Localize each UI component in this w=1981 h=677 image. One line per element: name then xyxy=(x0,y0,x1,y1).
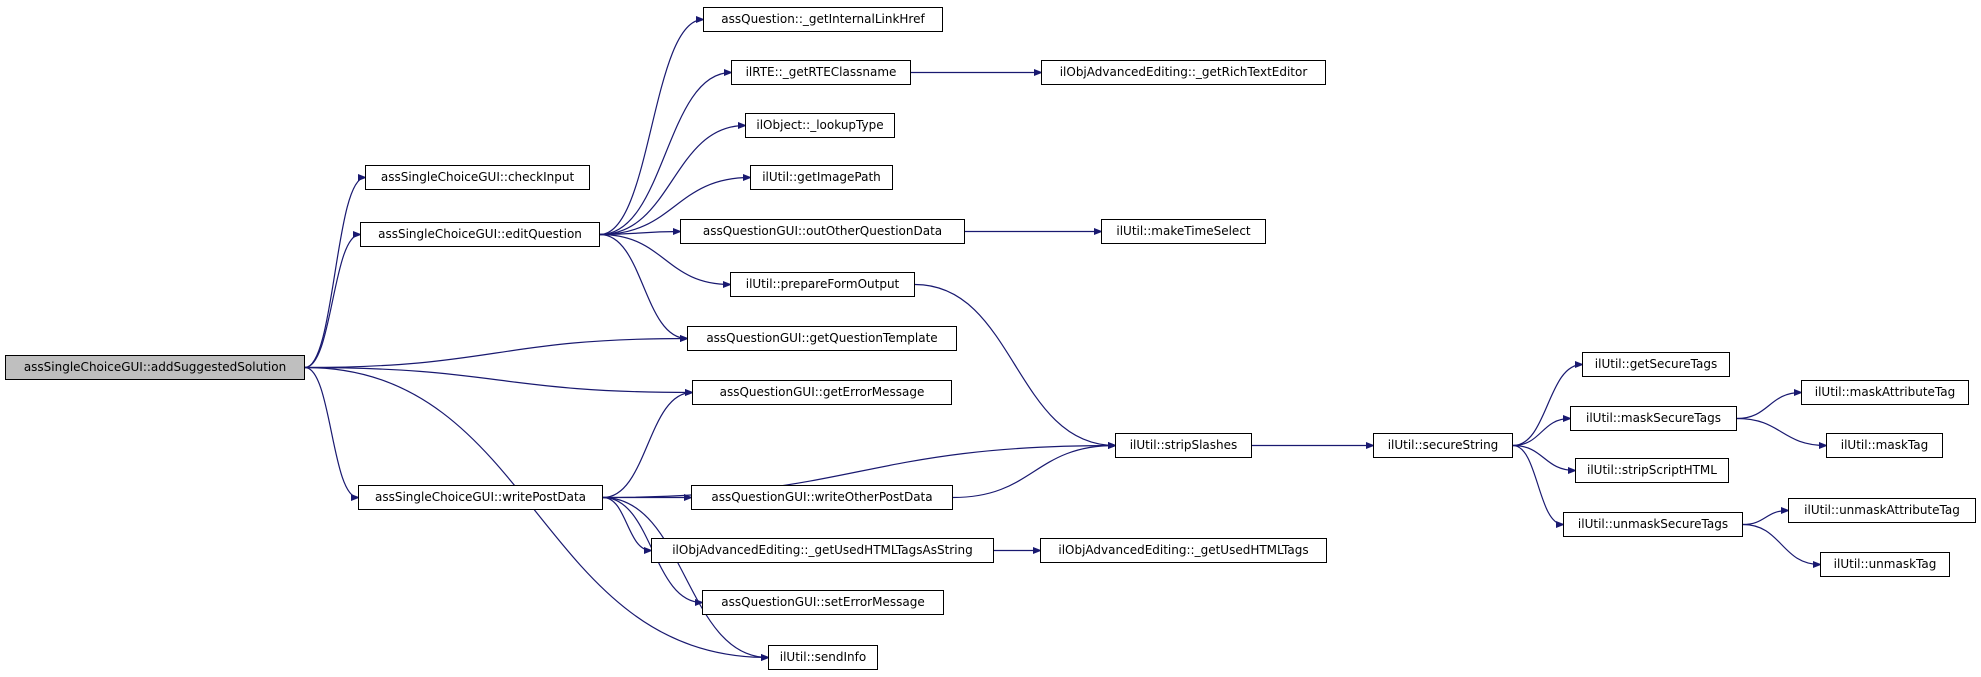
node-getRTEClassname[interactable]: ilRTE::_getRTEClassname xyxy=(731,60,911,85)
node-makeTimeSelect[interactable]: ilUtil::makeTimeSelect xyxy=(1101,219,1266,244)
node-getImagePath[interactable]: ilUtil::getImagePath xyxy=(750,165,893,190)
edge-writePostData-to-sendInfo xyxy=(602,496,768,658)
edge-editQuestion-to-getImagePath xyxy=(599,178,750,236)
node-secureString[interactable]: ilUtil::secureString xyxy=(1373,433,1513,458)
node-getUsedHTMLTagsAsString[interactable]: ilObjAdvancedEditing::_getUsedHTMLTagsAs… xyxy=(651,538,994,563)
node-maskTag[interactable]: ilUtil::maskTag xyxy=(1826,433,1943,458)
edge-secureString-to-unmaskSecureTags xyxy=(1512,444,1563,525)
node-stripScriptHTML[interactable]: ilUtil::stripScriptHTML xyxy=(1575,458,1729,483)
node-editQuestion[interactable]: assSingleChoiceGUI::editQuestion xyxy=(360,222,600,247)
edge-maskSecureTags-to-maskAttributeTag xyxy=(1736,393,1801,420)
node-unmaskSecureTags[interactable]: ilUtil::unmaskSecureTags xyxy=(1563,512,1743,537)
node-getUsedHTMLTags[interactable]: ilObjAdvancedEditing::_getUsedHTMLTags xyxy=(1040,538,1327,563)
edge-writeOtherPostData-to-stripSlashes xyxy=(952,446,1115,499)
node-outOtherQuestionData[interactable]: assQuestionGUI::outOtherQuestionData xyxy=(680,219,965,244)
node-getSecureTags[interactable]: ilUtil::getSecureTags xyxy=(1582,352,1730,377)
node-root[interactable]: assSingleChoiceGUI::addSuggestedSolution xyxy=(5,355,305,380)
node-setErrorMessage[interactable]: assQuestionGUI::setErrorMessage xyxy=(702,590,944,615)
edge-secureString-to-maskSecureTags xyxy=(1512,419,1570,447)
node-prepareFormOutput[interactable]: ilUtil::prepareFormOutput xyxy=(730,272,915,297)
edge-unmaskSecureTags-to-unmaskAttributeTag xyxy=(1742,511,1788,526)
edge-root-to-sendInfo xyxy=(304,366,768,658)
edge-editQuestion-to-lookupType xyxy=(599,126,745,236)
node-maskAttributeTag[interactable]: ilUtil::maskAttributeTag xyxy=(1801,380,1969,405)
node-getRichTextEditor[interactable]: ilObjAdvancedEditing::_getRichTextEditor xyxy=(1041,60,1326,85)
edge-maskSecureTags-to-maskTag xyxy=(1736,417,1826,446)
node-stripSlashes[interactable]: ilUtil::stripSlashes xyxy=(1115,433,1252,458)
node-unmaskTag[interactable]: ilUtil::unmaskTag xyxy=(1820,552,1950,577)
edge-root-to-editQuestion xyxy=(304,235,360,369)
edge-editQuestion-to-getQuestionTemplate xyxy=(599,233,687,339)
node-writeOtherPostData[interactable]: assQuestionGUI::writeOtherPostData xyxy=(691,485,953,510)
edge-root-to-getErrorMessage xyxy=(304,366,692,393)
node-getErrorMessage[interactable]: assQuestionGUI::getErrorMessage xyxy=(692,380,952,405)
node-checkInput[interactable]: assSingleChoiceGUI::checkInput xyxy=(365,165,590,190)
node-unmaskAttributeTag[interactable]: ilUtil::unmaskAttributeTag xyxy=(1788,498,1976,523)
edge-secureString-to-getSecureTags xyxy=(1512,365,1582,447)
edge-editQuestion-to-getRTEClassname xyxy=(599,73,731,236)
node-getInternalLinkHref[interactable]: assQuestion::_getInternalLinkHref xyxy=(703,7,943,32)
edge-editQuestion-to-prepareFormOutput xyxy=(599,233,730,285)
edge-unmaskSecureTags-to-unmaskTag xyxy=(1742,523,1820,565)
edge-editQuestion-to-getInternalLinkHref xyxy=(599,20,703,236)
node-lookupType[interactable]: ilObject::_lookupType xyxy=(745,113,895,138)
node-writePostData[interactable]: assSingleChoiceGUI::writePostData xyxy=(358,485,603,510)
edge-secureString-to-stripScriptHTML xyxy=(1512,444,1575,471)
edge-editQuestion-to-outOtherQuestionData xyxy=(599,232,680,235)
edge-writePostData-to-getUsedHTMLTagsAsString xyxy=(602,496,651,551)
edge-prepareFormOutput-to-stripSlashes xyxy=(914,283,1115,446)
edge-root-to-writePostData xyxy=(304,366,358,498)
node-sendInfo[interactable]: ilUtil::sendInfo xyxy=(768,645,878,670)
edge-root-to-checkInput xyxy=(304,178,365,369)
node-getQuestionTemplate[interactable]: assQuestionGUI::getQuestionTemplate xyxy=(687,326,957,351)
node-maskSecureTags[interactable]: ilUtil::maskSecureTags xyxy=(1570,406,1737,431)
edge-writePostData-to-getErrorMessage xyxy=(602,393,692,499)
edge-root-to-getQuestionTemplate xyxy=(304,339,687,369)
